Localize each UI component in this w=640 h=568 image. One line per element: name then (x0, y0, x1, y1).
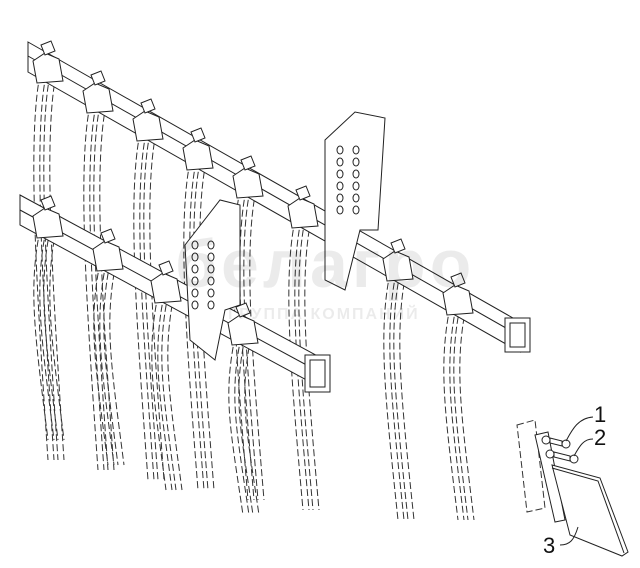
leader-3 (559, 526, 579, 546)
clamp-bolt (240, 155, 256, 171)
tine (93, 262, 109, 466)
tine (294, 219, 310, 511)
tine (459, 306, 475, 521)
tine (161, 294, 177, 491)
tine (151, 294, 167, 491)
plate-hole (352, 145, 360, 155)
plate-hole (207, 240, 215, 250)
tine-bracket (287, 197, 319, 229)
plate-hole (352, 193, 360, 203)
plate-hole (352, 181, 360, 191)
tine (49, 229, 65, 441)
plate-hole (191, 264, 199, 274)
plate-hole (191, 288, 199, 298)
tine-bracket (227, 314, 259, 346)
tine (228, 336, 244, 516)
tine (33, 74, 49, 461)
plate-hole (207, 264, 215, 274)
plate-hole (336, 157, 344, 167)
tine (389, 272, 405, 521)
clamp-bolt (100, 228, 116, 244)
tine (399, 272, 415, 521)
watermark-subtitle: ГРУППА КОМПАНИЙ (228, 306, 420, 323)
tine (49, 74, 65, 461)
clamp-bolt (158, 260, 174, 276)
clamp-bolt (90, 70, 106, 86)
tine (383, 272, 399, 521)
tine (393, 272, 409, 521)
clamp-bolt (190, 127, 206, 143)
tine (244, 336, 260, 516)
tine (157, 294, 173, 491)
tine (239, 189, 255, 501)
plate-hole (191, 252, 199, 262)
bolt-1 (541, 435, 571, 449)
tine (243, 189, 259, 501)
tine-bracket (442, 284, 474, 316)
plate-hole (207, 300, 215, 310)
clamp-bolt (40, 195, 56, 211)
tine (99, 262, 115, 466)
tine (298, 219, 314, 511)
callout-1: 1 (594, 402, 607, 427)
clamp-bolt (140, 98, 156, 114)
tine (304, 219, 320, 511)
tine-bracket (150, 272, 182, 304)
tine (167, 294, 183, 491)
plate-hole (191, 240, 199, 250)
tine (288, 219, 304, 511)
front-tines (33, 229, 260, 516)
leader-1 (565, 416, 594, 442)
clamp-bolt (40, 40, 56, 56)
tine (33, 229, 49, 441)
tine-bracket (182, 139, 214, 171)
tine (103, 262, 119, 466)
tine (234, 336, 250, 516)
plate-hole (352, 157, 360, 167)
mount-plate-left (184, 199, 241, 361)
tine-bracket (92, 240, 124, 272)
tine-bracket (32, 207, 64, 239)
tine-brackets (32, 40, 474, 346)
plate-hole (352, 169, 360, 179)
plate-hole (207, 252, 215, 262)
leader-2 (573, 438, 594, 457)
plate-hole (336, 193, 344, 203)
bolt-2 (545, 449, 579, 464)
plate-hole (191, 276, 199, 286)
clamp-bolt (295, 185, 311, 201)
plate-hole (207, 276, 215, 286)
plate-hole (191, 300, 199, 310)
callout-3: 3 (543, 533, 556, 558)
plate-hole (336, 205, 344, 215)
clamp-bolt (390, 238, 406, 254)
tine-bracket (82, 82, 114, 114)
tine (443, 306, 459, 521)
watermark-logo: белагро (175, 226, 476, 302)
tine (249, 189, 265, 501)
callout-2: 2 (594, 425, 607, 450)
tine (449, 306, 465, 521)
tine (43, 74, 59, 461)
plate-hole (352, 205, 360, 215)
plate-hole (336, 169, 344, 179)
plate-hole (336, 181, 344, 191)
tine-bracket (382, 250, 414, 282)
clamp-bolt (235, 302, 251, 318)
tine (238, 336, 254, 516)
tine (453, 306, 469, 521)
tine-bracket (232, 167, 264, 199)
plate-hole (207, 288, 215, 298)
tine (39, 229, 55, 441)
tine (149, 132, 165, 481)
part-3-scraper-assembly (516, 416, 629, 557)
tine (43, 229, 59, 441)
tine (109, 262, 125, 466)
mount-plate-right (324, 111, 386, 291)
tine-bracket (132, 110, 164, 142)
tine-bracket (32, 52, 64, 84)
clamp-bolt (450, 272, 466, 288)
plate-hole (336, 145, 344, 155)
